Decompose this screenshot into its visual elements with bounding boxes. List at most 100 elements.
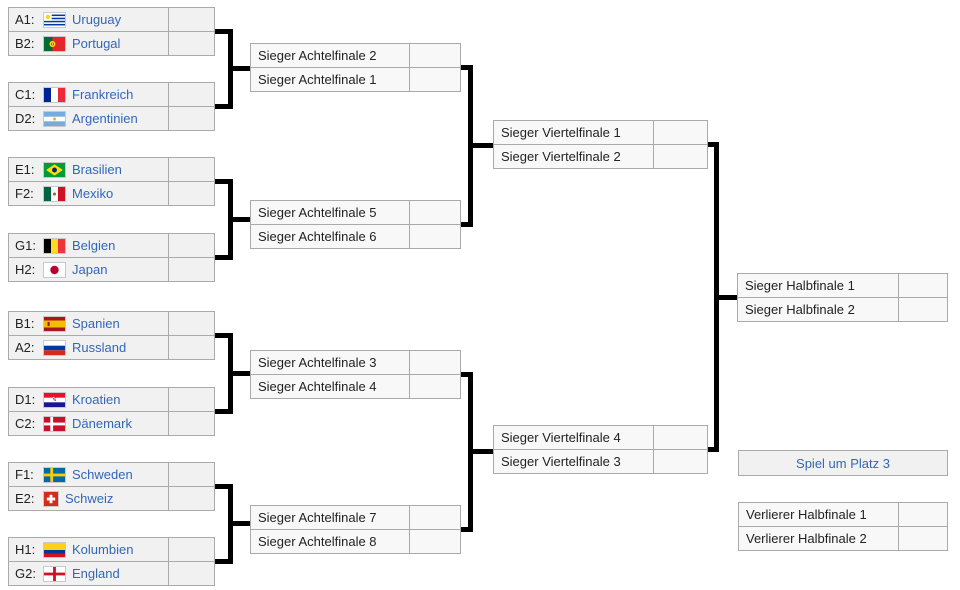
- team-link[interactable]: Frankreich: [72, 87, 134, 102]
- bracket-connector-segment: [461, 222, 473, 227]
- score-cell: [409, 351, 460, 374]
- bracket-connector-segment: [228, 66, 250, 71]
- team-link[interactable]: Portugal: [72, 36, 121, 51]
- flag-kolumbien-icon: [43, 541, 66, 558]
- bracket-connector-segment: [461, 372, 473, 377]
- winner-cell: Sieger Halbfinale 2: [738, 298, 898, 321]
- seed-label: G2:: [15, 566, 36, 581]
- winner-cell: Sieger Viertelfinale 2: [494, 145, 653, 168]
- winner-label: Sieger Achtelfinale 8: [258, 534, 377, 549]
- winner-label: Sieger Halbfinale 1: [745, 278, 855, 293]
- team-link[interactable]: Kolumbien: [72, 542, 134, 557]
- team-link[interactable]: Mexiko: [72, 186, 114, 201]
- match-row: Sieger Achtelfinale 5: [251, 201, 460, 224]
- score-cell: [409, 44, 460, 67]
- flag-schweden-icon: [43, 466, 66, 483]
- score-cell: [168, 562, 214, 585]
- score-cell: [409, 530, 460, 553]
- score-cell: [409, 506, 460, 529]
- seed-label: F1:: [15, 467, 34, 482]
- score-cell: [409, 201, 460, 224]
- match-row: A1: Uruguay: [9, 8, 214, 31]
- score-cell: [168, 336, 214, 359]
- team-link[interactable]: Spanien: [72, 316, 120, 331]
- match-row: H2:Japan: [9, 257, 214, 281]
- score-cell: [653, 145, 707, 168]
- seed-label: C2:: [15, 416, 36, 431]
- flag-argentinien-icon: [43, 110, 66, 127]
- flag-brasilien-icon: [43, 161, 66, 178]
- winner-label: Sieger Halbfinale 2: [745, 302, 855, 317]
- team-cell: F1: Schweden: [9, 463, 168, 486]
- team-cell: E2:Schweiz: [9, 487, 168, 510]
- team-cell: G2: England: [9, 562, 168, 585]
- team-cell: F2:Mexiko: [9, 182, 168, 205]
- winner-cell: Sieger Viertelfinale 3: [494, 450, 653, 473]
- team-cell: B2:Portugal: [9, 32, 168, 55]
- team-link[interactable]: Japan: [72, 262, 108, 277]
- match-row: Sieger Achtelfinale 2: [251, 44, 460, 67]
- team-link[interactable]: Brasilien: [72, 162, 122, 177]
- match-row: H1:Kolumbien: [9, 538, 214, 561]
- winner-cell: Sieger Achtelfinale 7: [251, 506, 409, 529]
- flag-uruguay-icon: [43, 11, 66, 28]
- flag-japan-icon: [43, 261, 66, 278]
- bracket-connector-segment: [468, 143, 493, 148]
- flag-england-icon: [43, 565, 66, 582]
- winner-label: Sieger Achtelfinale 7: [258, 510, 377, 525]
- bracket-connector-segment: [215, 255, 233, 260]
- score-cell: [168, 83, 214, 106]
- bracket-connector-segment: [228, 217, 250, 222]
- bracket-connector-segment: [714, 295, 737, 300]
- team-link[interactable]: Dänemark: [72, 416, 132, 431]
- score-cell: [653, 121, 707, 144]
- third-place-link[interactable]: Spiel um Platz 3: [796, 455, 890, 471]
- bracket-connector-segment: [215, 559, 233, 564]
- winner-label: Sieger Achtelfinale 5: [258, 205, 377, 220]
- team-link[interactable]: Kroatien: [72, 392, 121, 407]
- score-cell: [409, 375, 460, 398]
- seed-label: A1:: [15, 12, 35, 27]
- team-cell: H2:Japan: [9, 258, 168, 281]
- seed-label: A2:: [15, 340, 35, 355]
- seed-label: C1:: [15, 87, 36, 102]
- bracket-connector-segment: [215, 333, 233, 338]
- achtelfinale-match: Sieger Achtelfinale 7 Sieger Achtelfinale…: [250, 505, 461, 554]
- flag-mexiko-icon: [43, 185, 66, 202]
- match-row: Sieger Viertelfinale 3: [494, 449, 707, 473]
- bracket-connector-segment: [461, 65, 473, 70]
- team-link[interactable]: Argentinien: [72, 111, 138, 126]
- flag-daenemark-icon: [43, 415, 66, 432]
- winner-cell: Sieger Halbfinale 1: [738, 274, 898, 297]
- flag-portugal-icon: [43, 35, 66, 52]
- score-cell: [168, 538, 214, 561]
- match-row: Sieger Achtelfinale 8: [251, 529, 460, 553]
- team-link[interactable]: England: [72, 566, 120, 581]
- seed-label: G1:: [15, 238, 36, 253]
- bracket-connector-segment: [215, 179, 233, 184]
- team-link[interactable]: Schweden: [72, 467, 133, 482]
- team-link[interactable]: Uruguay: [72, 12, 122, 27]
- match-row: F2:Mexiko: [9, 181, 214, 205]
- flag-frankreich-icon: [43, 86, 66, 103]
- match-row: Verlierer Halbfinale 2: [739, 526, 947, 550]
- team-link[interactable]: Russland: [72, 340, 127, 355]
- seed-label: E1:: [15, 162, 35, 177]
- winner-cell: Verlierer Halbfinale 2: [739, 527, 898, 550]
- match-row: E2:Schweiz: [9, 486, 214, 510]
- flag-spanien-icon: [43, 315, 66, 332]
- winner-label: Sieger Viertelfinale 4: [501, 430, 621, 445]
- score-cell: [168, 258, 214, 281]
- third-place-box: Spiel um Platz 3: [738, 450, 948, 476]
- team-link[interactable]: Belgien: [72, 238, 116, 253]
- bracket-connector-segment: [228, 371, 250, 376]
- match-row: C2: Dänemark: [9, 411, 214, 435]
- match-row: Verlierer Halbfinale 1: [739, 503, 947, 526]
- team-link[interactable]: Schweiz: [65, 491, 114, 506]
